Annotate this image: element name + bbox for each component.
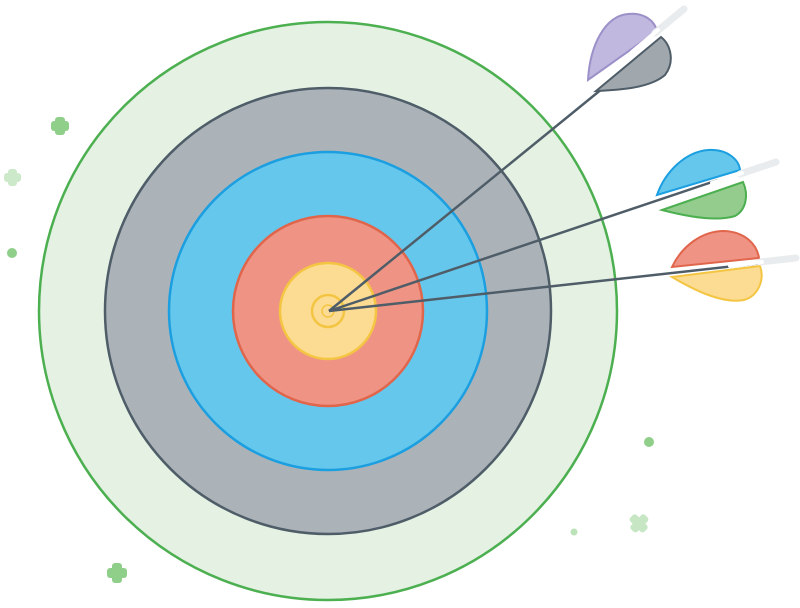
arrow-nock	[756, 254, 800, 266]
plus-sparkle-icon	[4, 169, 21, 186]
sparkles	[4, 117, 654, 583]
plus-sparkle-icon	[51, 117, 69, 135]
top-arrow	[328, 5, 688, 312]
arrow-nock	[651, 5, 688, 37]
arrow-fletch-bottom	[658, 180, 748, 220]
arrow-fletch-top	[655, 148, 742, 197]
arrows	[328, 5, 800, 313]
arrow-nock	[736, 158, 780, 178]
target	[37, 20, 619, 602]
bottom-arrow	[328, 229, 800, 313]
plus-sparkle-icon	[107, 563, 127, 583]
arrow-fletch-top	[586, 12, 659, 83]
dot-sparkle-icon	[644, 437, 654, 447]
arrow-fletch-bottom	[593, 35, 672, 93]
dot-sparkle-icon	[570, 528, 578, 536]
dot-sparkle-icon	[7, 248, 17, 258]
arrow-fletch-bottom	[668, 264, 763, 302]
arrow-fletch-top	[670, 229, 761, 269]
middle-arrow	[328, 148, 780, 313]
cross-sparkle-icon	[629, 514, 649, 533]
